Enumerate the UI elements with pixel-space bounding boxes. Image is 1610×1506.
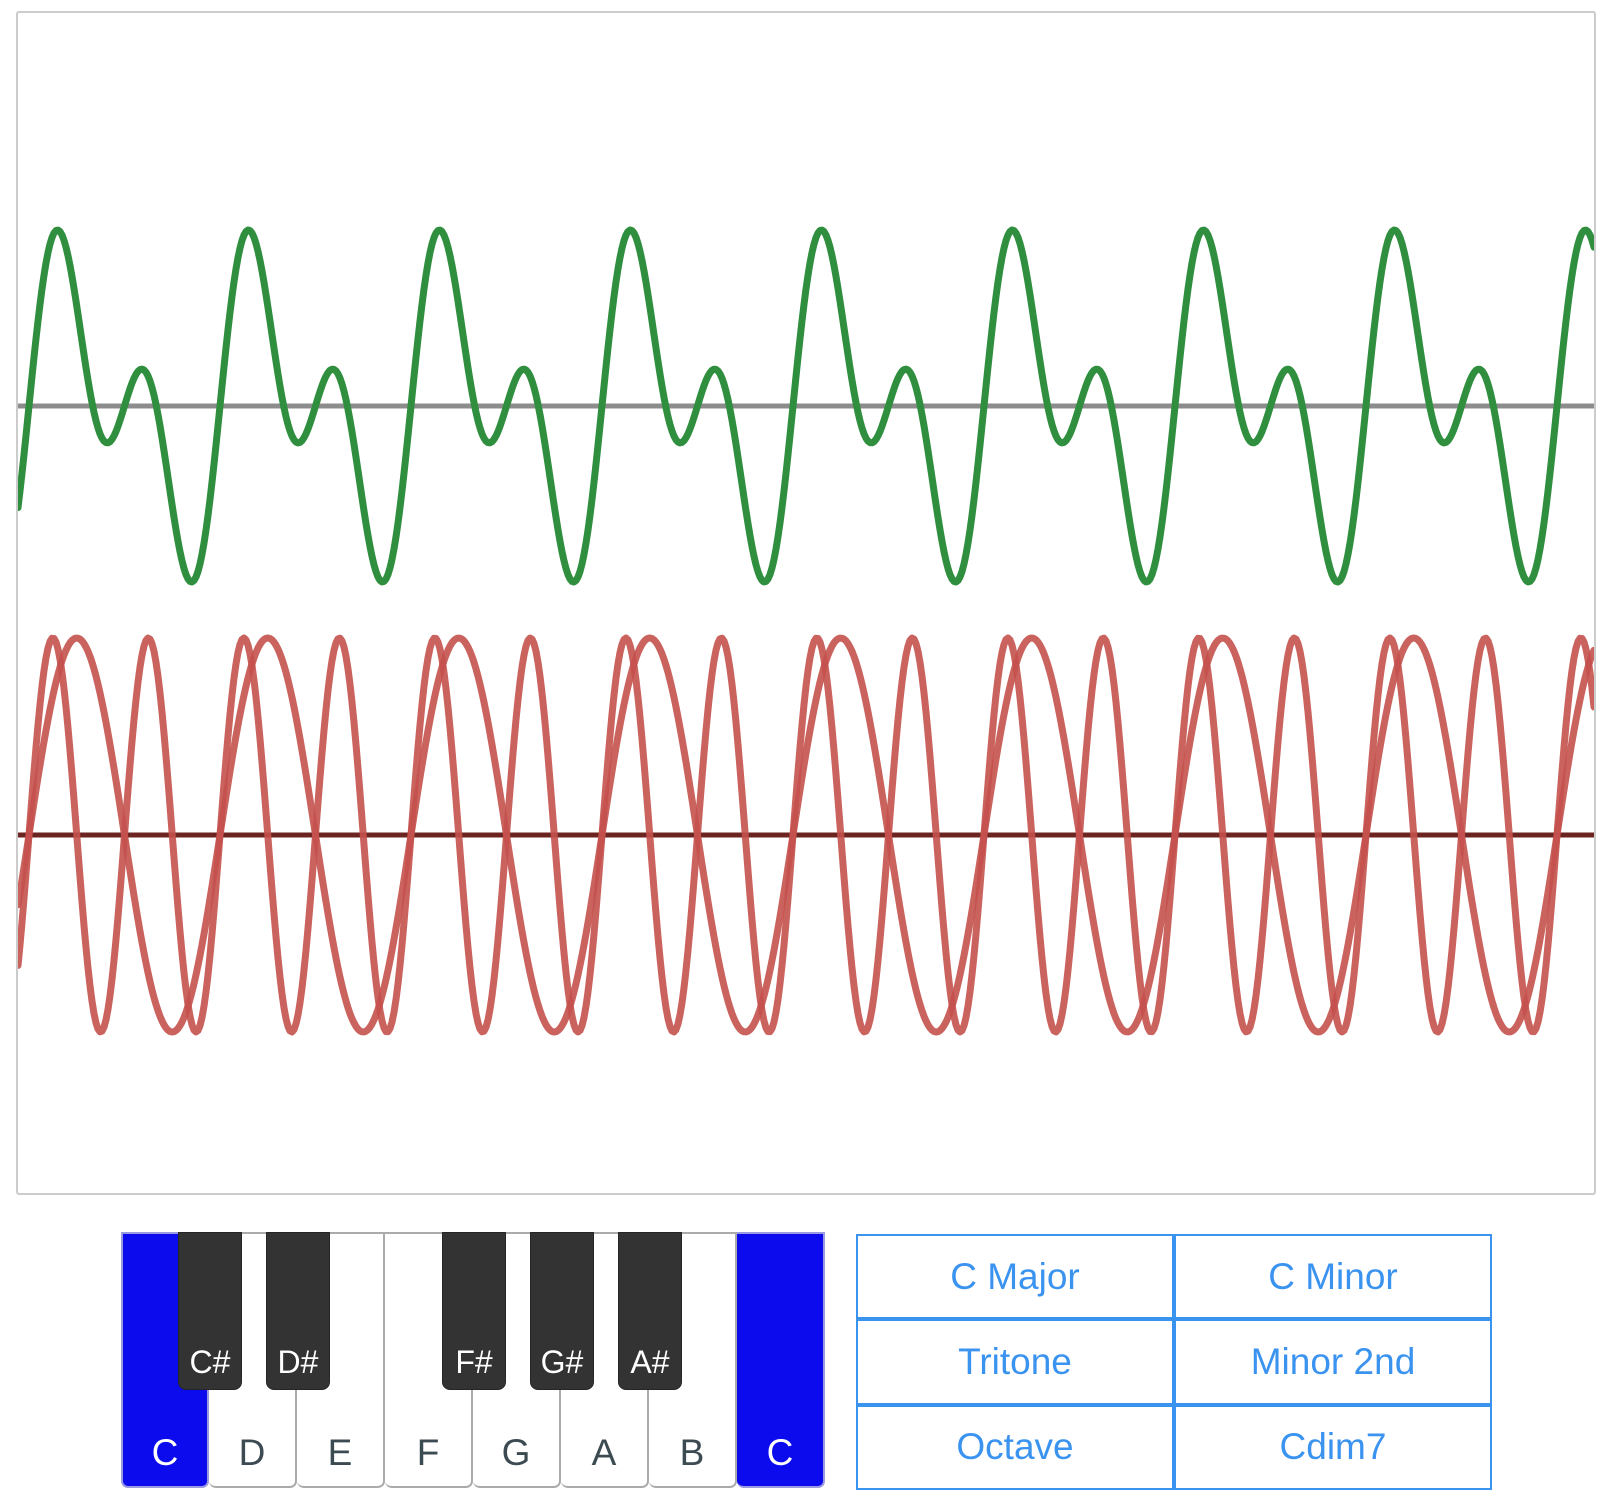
preset-label: Octave — [956, 1426, 1074, 1468]
black-key-d-sharp[interactable]: D# — [266, 1232, 330, 1390]
white-key-label: G — [501, 1432, 531, 1473]
preset-button-cdim7[interactable]: Cdim7 — [1174, 1404, 1492, 1490]
waveform-chart — [18, 226, 1594, 1036]
combined-wave-path — [18, 226, 1594, 586]
waveform-panel — [16, 11, 1596, 1195]
preset-label: C Major — [950, 1255, 1080, 1297]
note-wave-C-octave-path — [18, 634, 1594, 1036]
black-key-f-sharp[interactable]: F# — [442, 1232, 506, 1390]
white-key-label: C — [151, 1432, 179, 1473]
preset-label: Cdim7 — [1279, 1426, 1387, 1468]
preset-table: C Major C Minor Tritone Minor 2nd Octave… — [856, 1234, 1492, 1490]
black-key-label: C# — [189, 1344, 231, 1380]
note-wave-C-low-path — [18, 634, 1594, 1036]
preset-button-tritone[interactable]: Tritone — [856, 1319, 1174, 1405]
white-key-c-high[interactable]: C — [737, 1232, 825, 1488]
black-key-a-sharp[interactable]: A# — [618, 1232, 682, 1390]
black-key-label: D# — [277, 1344, 319, 1380]
preset-label: Minor 2nd — [1250, 1340, 1416, 1382]
white-key-label: C — [766, 1432, 794, 1473]
white-key-label: A — [591, 1432, 617, 1473]
preset-button-octave[interactable]: Octave — [856, 1404, 1174, 1490]
black-key-g-sharp[interactable]: G# — [530, 1232, 594, 1390]
white-key-label: F — [416, 1432, 440, 1473]
preset-button-c-minor[interactable]: C Minor — [1174, 1234, 1492, 1320]
preset-button-minor-2nd[interactable]: Minor 2nd — [1174, 1319, 1492, 1405]
preset-button-c-major[interactable]: C Major — [856, 1234, 1174, 1320]
black-key-label: F# — [455, 1344, 493, 1380]
white-key-label: D — [238, 1432, 266, 1473]
white-key-label: B — [679, 1432, 705, 1473]
preset-label: C Minor — [1268, 1255, 1398, 1297]
preset-label: Tritone — [958, 1340, 1072, 1382]
white-key-label: E — [327, 1432, 353, 1473]
white-key-c-low[interactable]: C — [121, 1232, 209, 1488]
black-key-label: A# — [630, 1344, 670, 1380]
black-key-label: G# — [540, 1344, 584, 1380]
black-key-c-sharp[interactable]: C# — [178, 1232, 242, 1390]
piano-keyboard: C D E F G A B C C# D# F# G# A# — [121, 1232, 831, 1488]
